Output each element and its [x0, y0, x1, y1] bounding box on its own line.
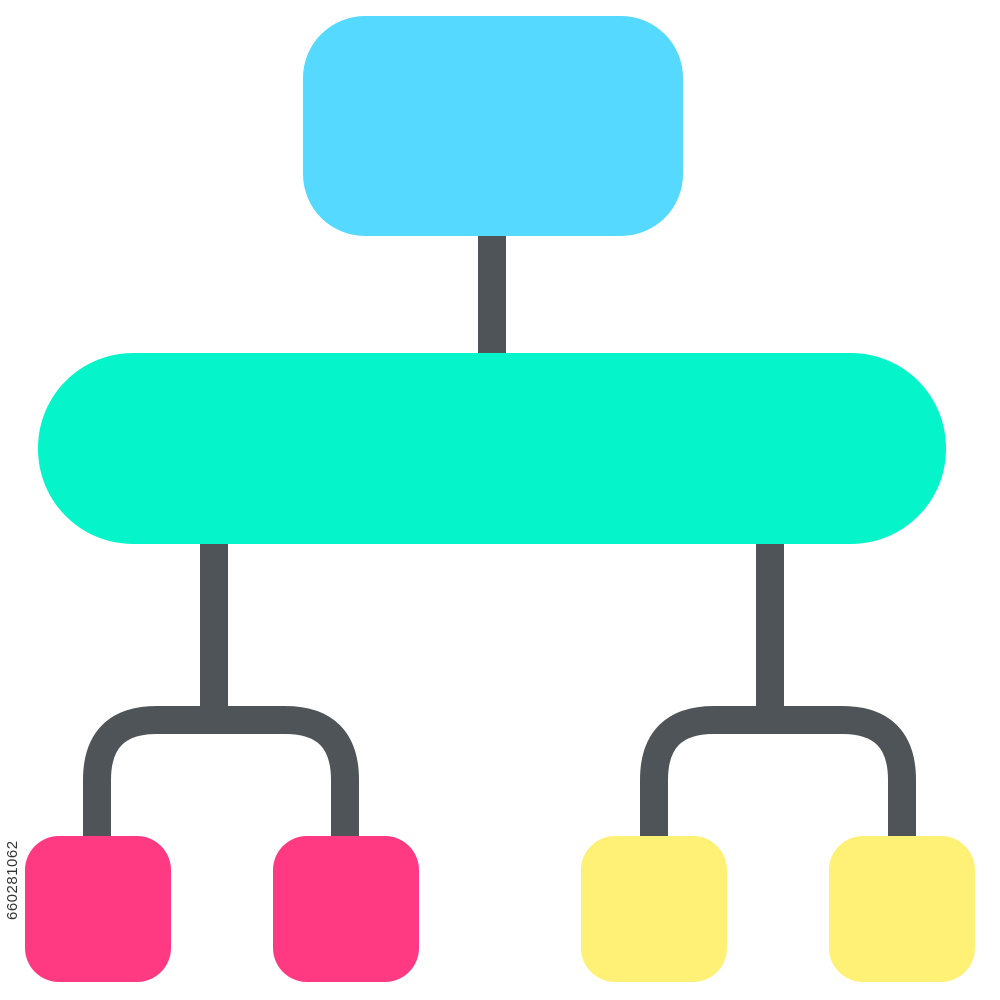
leaf-node-1: [25, 836, 171, 982]
connector-lines: [83, 235, 916, 840]
leaf-node-4: [829, 836, 975, 982]
connector-right-fork: [640, 706, 916, 840]
stock-id-watermark: 660281062: [4, 840, 21, 920]
middle-node: [38, 353, 946, 544]
leaf-node-3: [581, 836, 727, 982]
connector-left-fork: [83, 706, 359, 840]
top-node: [303, 16, 683, 236]
leaf-node-2: [273, 836, 419, 982]
